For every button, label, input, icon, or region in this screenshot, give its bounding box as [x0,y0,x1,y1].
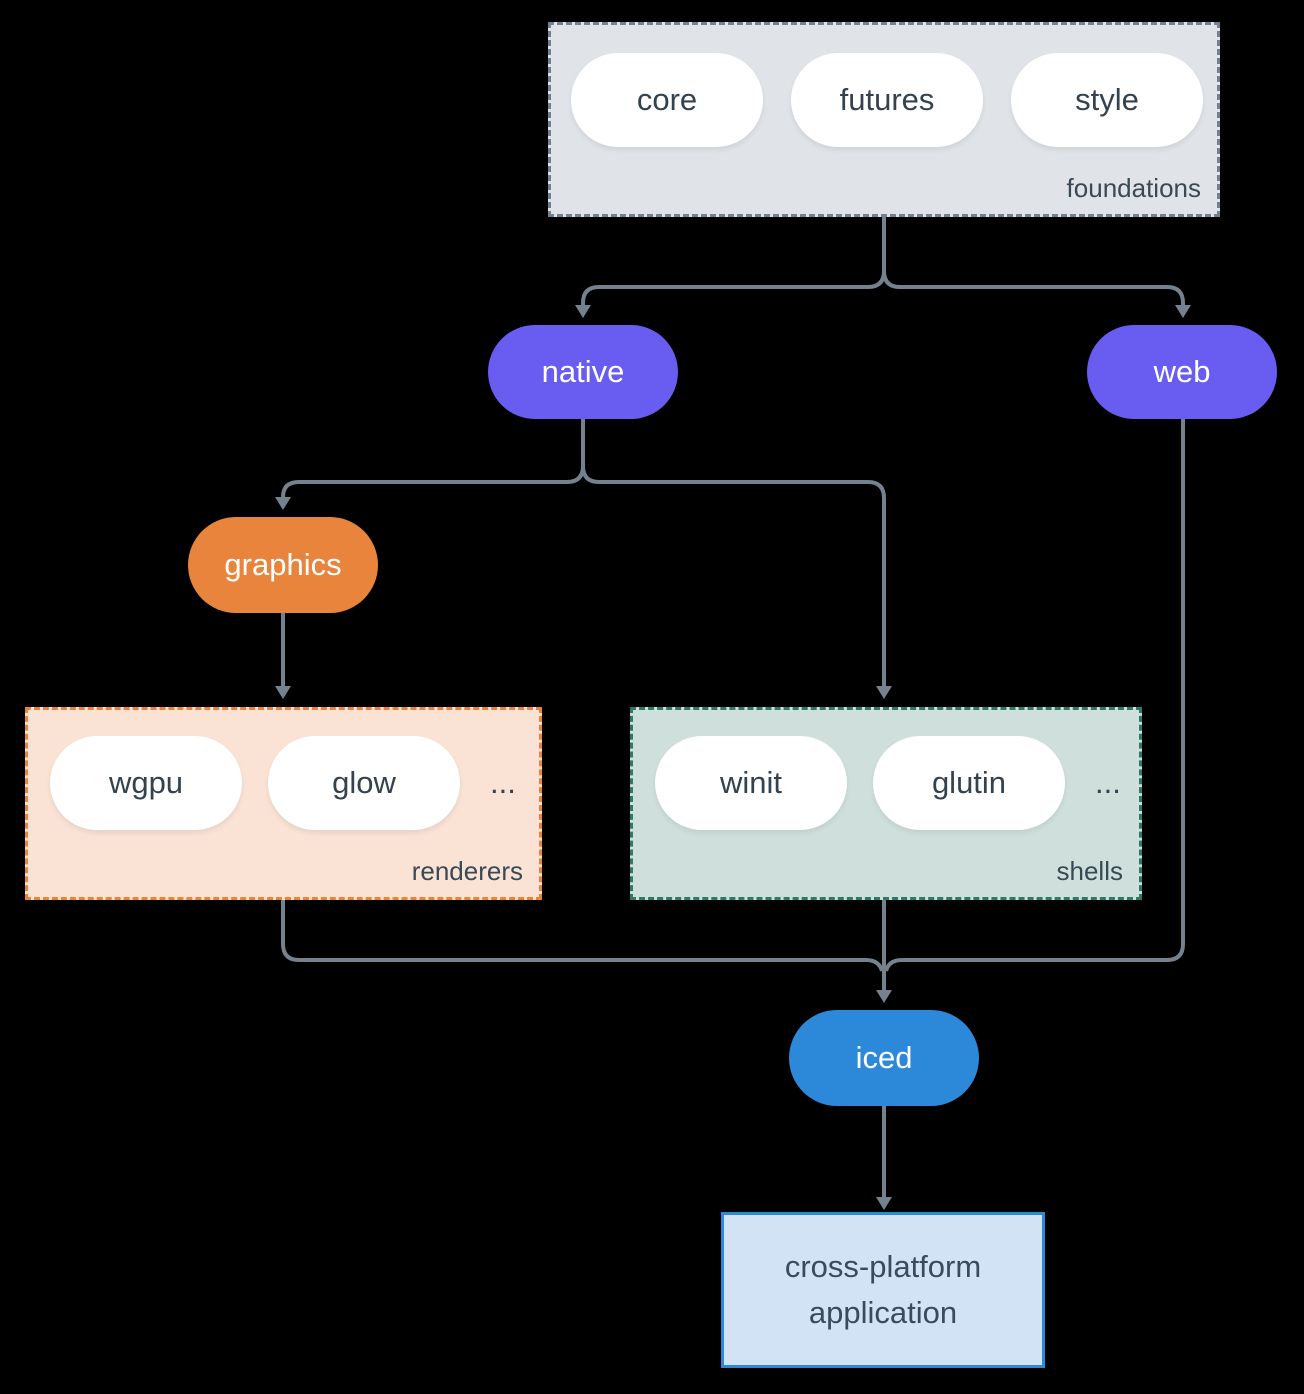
node-glutin: glutin [873,736,1065,830]
arrowhead-graphics [275,497,291,510]
node-core: core [571,53,763,147]
connector-native-to-shells [581,465,886,686]
node-style: style [1011,53,1203,147]
shells-group-label: shells [1056,856,1123,886]
node-glutin-label: glutin [931,765,1007,800]
shells-pill-row: winit glutin ... [633,710,1139,830]
node-glow-label: glow [332,765,396,800]
connector-web-to-iced [884,419,1185,972]
shells-ellipsis: ... [1095,765,1121,800]
node-cross-platform-application: cross-platform application [721,1212,1045,1368]
renderers-ellipsis: ... [490,765,516,800]
node-graphics: graphics [188,517,378,613]
connector-renderers-to-iced [281,900,884,972]
node-glow: glow [268,736,460,830]
node-winit: winit [655,736,847,830]
node-iced: iced [789,1010,979,1106]
arrowhead-application [876,1197,892,1210]
node-wgpu-label: wgpu [108,765,184,800]
group-shells: winit glutin ... shells [630,707,1142,900]
arrowhead-renderers [275,686,291,699]
foundations-pill-row: core futures style [551,25,1217,147]
connector-native-to-graphics [281,419,585,498]
node-wgpu: wgpu [50,736,242,830]
node-iced-label: iced [855,1040,913,1075]
node-graphics-label: graphics [224,547,342,582]
renderers-group-label: renderers [411,856,523,886]
arrowhead-iced [876,990,892,1003]
connector-foundations-to-web [882,270,1185,305]
node-web-label: web [1153,354,1211,389]
arrowhead-native [575,305,591,318]
group-renderers: wgpu glow ... renderers [25,707,542,900]
node-web: web [1087,325,1277,419]
node-native: native [488,325,678,419]
foundations-group-label: foundations [1066,173,1201,203]
node-futures: futures [791,53,983,147]
node-style-label: style [1075,82,1139,117]
node-application-label: cross-platform application [784,1248,982,1331]
node-core-label: core [636,82,698,117]
node-futures-label: futures [839,82,935,117]
connector-foundations-to-native [581,217,886,305]
renderers-pill-row: wgpu glow ... [28,710,539,830]
node-native-label: native [541,354,625,389]
group-foundations: core futures style foundations [548,22,1220,217]
arrowhead-web [1175,305,1191,318]
node-winit-label: winit [719,765,782,800]
arrowhead-shells [876,686,892,699]
